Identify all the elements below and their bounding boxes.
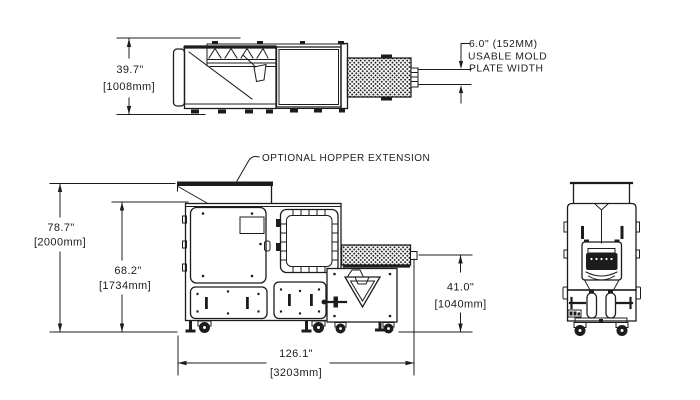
door-hinges xyxy=(182,215,187,272)
mold-plate-lines xyxy=(417,69,472,85)
drain-pipe xyxy=(321,296,348,308)
top-view-flange xyxy=(340,42,349,110)
dim-body-height-in: 68.2" xyxy=(114,265,141,277)
side-injection-unit xyxy=(581,239,623,291)
side-vent-box xyxy=(567,309,582,318)
dim-nozzle-height-mm: [1040mm] xyxy=(434,299,486,311)
callout-mold-width: 6.0" (152MM) USABLE MOLD PLATE WIDTH xyxy=(458,39,547,104)
top-view-nozzle xyxy=(410,67,419,88)
hopper-extension-label: OPTIONAL HOPPER EXTENSION xyxy=(262,153,430,164)
mold-width-line3: PLATE WIDTH xyxy=(469,64,544,75)
dim-body-height-mm: [1734mm] xyxy=(99,280,151,292)
top-view-bolts xyxy=(212,41,344,45)
top-view xyxy=(172,41,472,114)
front-lower-left-panel xyxy=(189,286,268,320)
front-right-cabinet xyxy=(321,267,398,323)
dim-overall-height: 78.7" [2000mm] xyxy=(34,183,178,333)
front-door xyxy=(182,206,271,284)
front-hopper xyxy=(177,181,273,204)
top-view-auger xyxy=(206,41,346,83)
front-view xyxy=(177,181,418,334)
side-view xyxy=(562,181,641,336)
front-bolted-panel xyxy=(276,208,339,274)
door-window xyxy=(239,216,265,234)
dim-overall-length-in: 126.1" xyxy=(279,348,313,360)
dim-top-width-mm: [1008mm] xyxy=(103,81,155,93)
dim-nozzle-height: 41.0" [1040mm] xyxy=(398,254,486,333)
top-view-mid-box xyxy=(275,46,342,108)
dim-overall-height-in: 78.7" xyxy=(47,222,74,234)
mold-width-line2: USABLE MOLD xyxy=(468,52,547,63)
top-view-end-cap xyxy=(172,48,186,107)
dim-top-width: 39.7" [1008mm] xyxy=(103,37,241,115)
front-lower-mid-panel xyxy=(273,281,327,320)
dim-overall-length-mm: [3203mm] xyxy=(270,367,322,379)
side-casters xyxy=(573,322,629,336)
side-hopper-collar xyxy=(569,181,634,204)
dim-overall-length: 126.1" [3203mm] xyxy=(177,258,415,379)
panel-hinge-bottom xyxy=(276,243,281,251)
top-view-feet xyxy=(189,108,346,114)
front-casters xyxy=(185,320,395,334)
dim-overall-height-mm: [2000mm] xyxy=(34,237,86,249)
top-view-funnel xyxy=(253,63,267,83)
callout-hopper-extension: OPTIONAL HOPPER EXTENSION xyxy=(236,153,430,182)
side-lower-section xyxy=(562,286,641,323)
top-view-barrel xyxy=(346,54,412,101)
belt-guard xyxy=(343,276,382,309)
front-nozzle xyxy=(410,251,418,260)
front-cabinet xyxy=(184,202,342,322)
panel-hinge-top xyxy=(276,219,281,227)
side-body xyxy=(563,202,640,291)
dim-body-height: 68.2" [1734mm] xyxy=(99,201,189,332)
front-barrel xyxy=(340,244,418,268)
mold-width-line1: 6.0" (152MM) xyxy=(469,39,538,50)
door-handle xyxy=(264,240,271,252)
dim-top-width-in: 39.7" xyxy=(116,64,143,76)
bolted-panel-ticks xyxy=(280,209,339,273)
dim-nozzle-height-in: 41.0" xyxy=(447,282,474,294)
